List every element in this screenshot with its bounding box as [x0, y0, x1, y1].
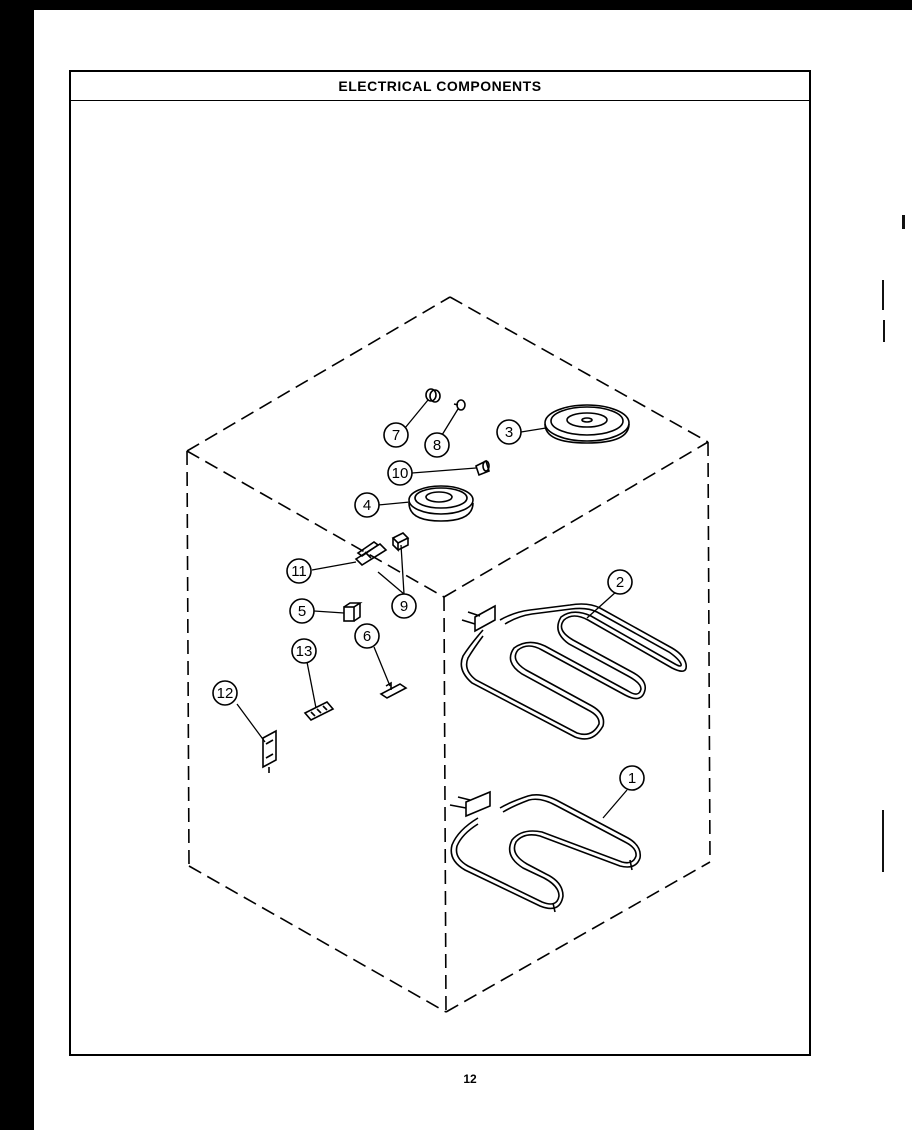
callout-12: 12: [212, 680, 238, 706]
callout-label-9: 9: [400, 598, 408, 615]
callout-label-3: 3: [505, 424, 513, 441]
callout-1: 1: [619, 765, 645, 791]
callout-8: 8: [424, 432, 450, 458]
callouts: 1 2 3 4 5 6 7 8 9 10 11 12 13: [212, 419, 645, 791]
diagram-frame: ELECTRICAL COMPONENTS: [69, 70, 811, 1056]
scan-mark: [882, 810, 884, 872]
page-number: 12: [463, 1072, 477, 1086]
callout-5: 5: [289, 598, 315, 624]
scan-mark: [902, 215, 905, 229]
callout-4: 4: [354, 492, 380, 518]
callout-label-8: 8: [433, 437, 441, 454]
callout-label-6: 6: [363, 628, 371, 645]
bake-element: [460, 603, 688, 740]
callout-10: 10: [387, 460, 413, 486]
callout-2: 2: [607, 569, 633, 595]
indicator-light: [425, 388, 441, 403]
callout-label-7: 7: [392, 427, 400, 444]
callout-label-5: 5: [298, 603, 306, 620]
scan-mark: [882, 280, 884, 310]
cabinet-outline: [186, 296, 711, 1013]
parts-sheet: ELECTRICAL COMPONENTS: [34, 10, 912, 1130]
surface-element-small: [408, 485, 474, 522]
callout-3: 3: [496, 419, 522, 445]
small-knob: [453, 399, 466, 411]
title-bar: ELECTRICAL COMPONENTS: [71, 72, 809, 101]
callout-11: 11: [286, 558, 312, 584]
mounting-bracket: [262, 729, 277, 773]
callout-label-1: 1: [628, 770, 636, 787]
connector-strip: [303, 701, 335, 721]
leader-lines: [236, 399, 628, 819]
callout-label-4: 4: [363, 497, 371, 514]
broil-element: [449, 790, 642, 913]
callout-label-2: 2: [616, 574, 624, 591]
fuse-holder: [343, 602, 363, 622]
scan-mark: [883, 320, 885, 342]
terminal-plug: [475, 459, 490, 477]
page-title: ELECTRICAL COMPONENTS: [338, 78, 542, 94]
callout-6: 6: [354, 623, 380, 649]
terminal-block: [354, 541, 388, 567]
callout-13: 13: [291, 638, 317, 664]
bracket-clip: [379, 681, 408, 699]
callout-label-10: 10: [392, 465, 409, 482]
callout-label-11: 11: [291, 563, 307, 580]
callout-label-13: 13: [296, 643, 313, 660]
callout-9: 9: [391, 593, 417, 619]
callout-7: 7: [383, 422, 409, 448]
callout-label-12: 12: [217, 685, 234, 702]
surface-element-large: [544, 404, 630, 444]
